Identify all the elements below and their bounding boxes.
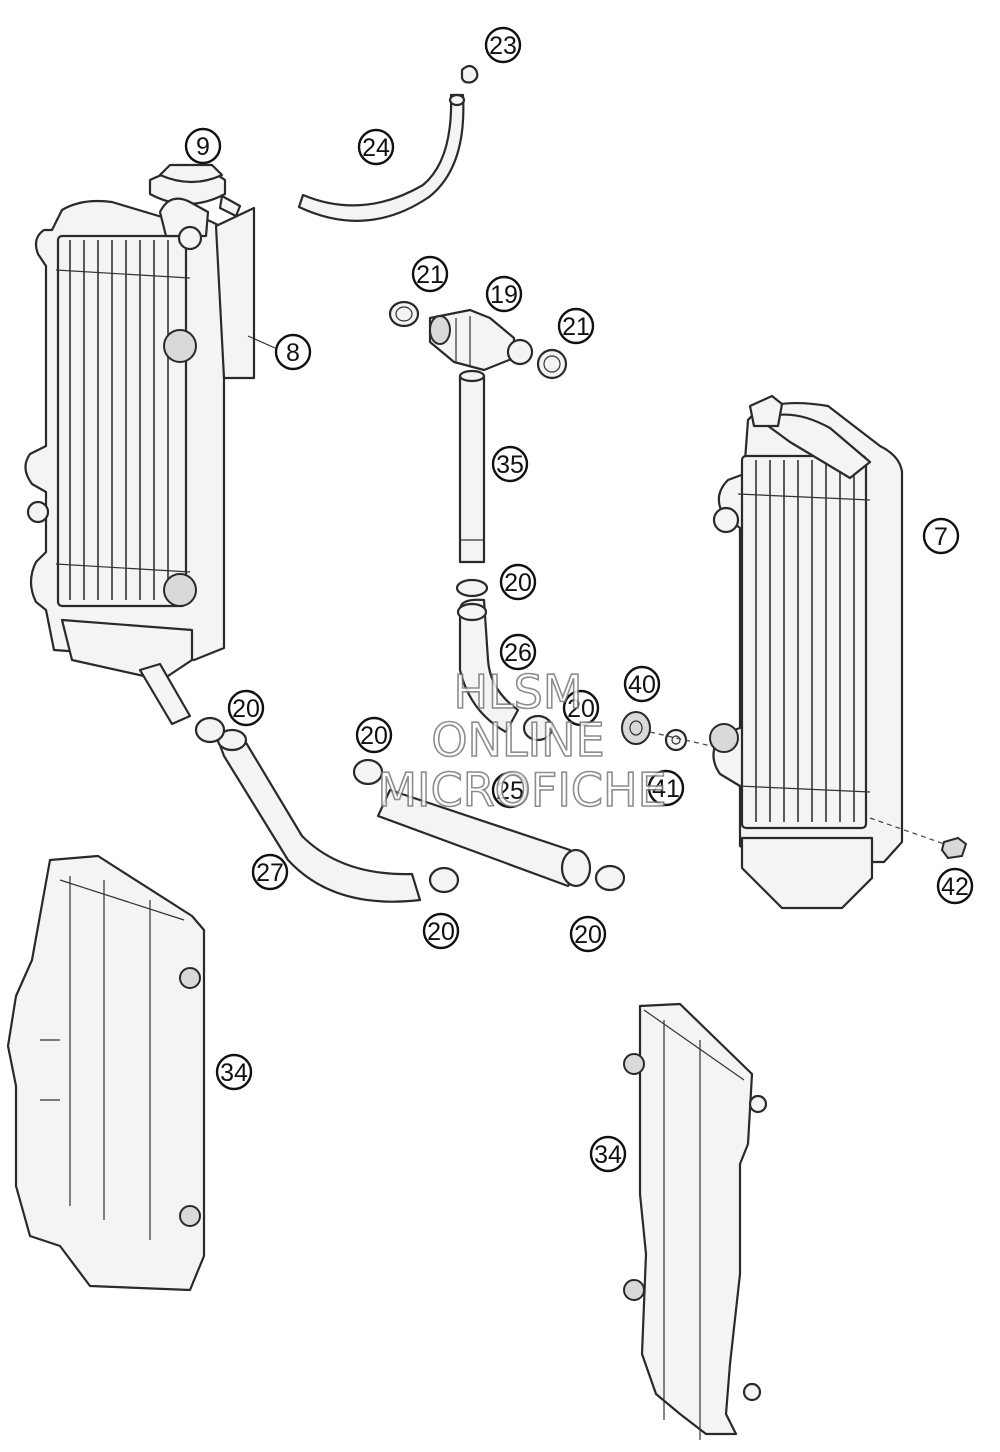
svg-text:24: 24 (362, 134, 390, 162)
svg-text:7: 7 (934, 523, 948, 551)
svg-text:MICROFICHE: MICROFICHE (377, 763, 666, 817)
part-34-shroud-left (6, 854, 206, 1292)
svg-text:9: 9 (196, 133, 210, 161)
part-20-clamp-27-bottom (428, 866, 460, 894)
svg-text:25: 25 (496, 777, 524, 805)
part-24-overflow-hose (297, 93, 466, 222)
watermark: HLSM ONLINE MICROFICHE (377, 664, 668, 818)
svg-text:20: 20 (574, 921, 602, 949)
callout-40: 40 (623, 665, 661, 703)
callout-34-left: 34 (215, 1053, 253, 1091)
callout-21-left: 21 (411, 255, 449, 293)
part-21-clamp-right (536, 348, 568, 380)
callout-20-left-upper: 20 (227, 689, 265, 727)
svg-text:20: 20 (567, 695, 595, 723)
left-radiator (24, 197, 276, 726)
part-20-clamp-27-top (194, 716, 226, 744)
part-41-washer (664, 728, 688, 752)
callout-19: 19 (485, 275, 523, 313)
callout-9: 9 (184, 127, 222, 165)
part-27-hose (216, 728, 422, 903)
svg-text:20: 20 (232, 695, 260, 723)
svg-text:27: 27 (256, 859, 284, 887)
callout-20-bottom-right: 20 (569, 915, 607, 953)
callout-8: 8 (274, 333, 312, 371)
svg-text:34: 34 (594, 1141, 622, 1169)
callout-27: 27 (251, 853, 289, 891)
callout-7: 7 (922, 517, 960, 555)
left-radiator-fins (55, 240, 191, 600)
svg-text:ONLINE: ONLINE (431, 713, 604, 767)
callout-34-right: 34 (589, 1135, 627, 1173)
callout-42: 42 (936, 867, 974, 905)
right-radiator-fins (737, 460, 871, 822)
svg-text:HLSM: HLSM (453, 665, 582, 719)
part-20-clamp-center (455, 578, 489, 598)
part-23-clip (460, 64, 479, 84)
part-25-hose (376, 788, 592, 888)
part-26-hose (456, 598, 520, 734)
callout-35: 35 (491, 445, 529, 483)
svg-text:20: 20 (360, 722, 388, 750)
callout-24: 24 (357, 128, 395, 166)
callout-26: 26 (499, 633, 537, 671)
svg-text:20: 20 (504, 569, 532, 597)
callout-23: 23 (484, 26, 522, 64)
right-radiator (709, 394, 951, 910)
svg-text:23: 23 (489, 32, 517, 60)
svg-text:26: 26 (504, 639, 532, 667)
part-21-clamp-left (388, 300, 420, 328)
svg-text:42: 42 (941, 873, 969, 901)
callout-21-right: 21 (557, 307, 595, 345)
svg-text:21: 21 (562, 313, 590, 341)
svg-text:19: 19 (490, 281, 518, 309)
part-20-clamp-25-right (594, 864, 626, 892)
svg-text:35: 35 (496, 451, 524, 479)
part-20-clamp-26 (522, 714, 554, 742)
svg-text:8: 8 (286, 339, 300, 367)
callout-20-center-right: 20 (562, 689, 600, 727)
part-42-bolt (940, 836, 968, 860)
svg-text:20: 20 (427, 918, 455, 946)
part-40-grommet (621, 711, 651, 745)
svg-text:41: 41 (652, 775, 680, 803)
callout-20-center-left: 20 (355, 716, 393, 754)
svg-text:34: 34 (220, 1059, 248, 1087)
svg-text:40: 40 (628, 671, 656, 699)
callout-20-bottom-left: 20 (422, 912, 460, 950)
part-20-clamp-25-left (352, 758, 384, 786)
callout-20-center-top: 20 (499, 563, 537, 601)
part-34-shroud-right (623, 1002, 768, 1440)
part-35-pipe (458, 369, 486, 564)
callout-41: 41 (647, 769, 685, 807)
part-19-t-fitting (428, 308, 534, 372)
callout-25: 25 (491, 771, 529, 809)
svg-text:21: 21 (416, 261, 444, 289)
